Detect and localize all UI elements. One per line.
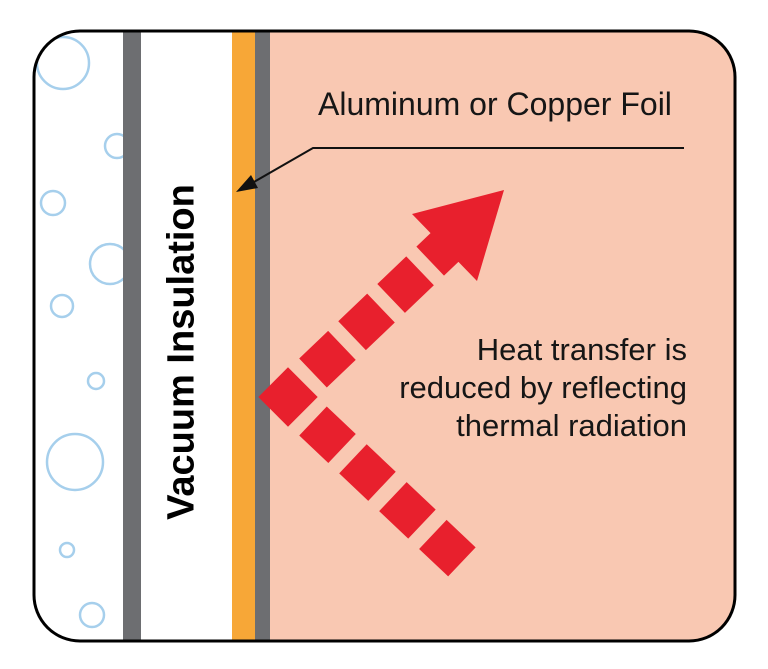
bubble [39, 189, 67, 217]
reflected-ray-shaft [299, 232, 459, 388]
reflected-ray-arrowhead-icon [412, 190, 504, 281]
foil-callout-leader [236, 147, 684, 192]
foil-layer [232, 31, 255, 641]
heat-transfer-note: Heat transfer is reduced by reflecting t… [399, 332, 687, 443]
outer-wall-layer [255, 31, 270, 641]
bubble [49, 293, 75, 319]
callout-arrowhead-icon [236, 175, 258, 192]
incident-ray-shaft [299, 406, 476, 577]
inner-wall-layer [123, 31, 141, 641]
bubble [45, 432, 105, 492]
callout-line [239, 147, 684, 191]
bubble [58, 541, 76, 559]
foil-callout-label: Aluminum or Copper Foil [318, 86, 672, 122]
interior-space [270, 31, 735, 641]
bubble [78, 601, 106, 629]
vacuum-bubbles [35, 35, 132, 629]
panel-border [32, 29, 737, 643]
bubble [86, 371, 106, 391]
vacuum-insulation-label: Vacuum Insulation [160, 184, 203, 520]
